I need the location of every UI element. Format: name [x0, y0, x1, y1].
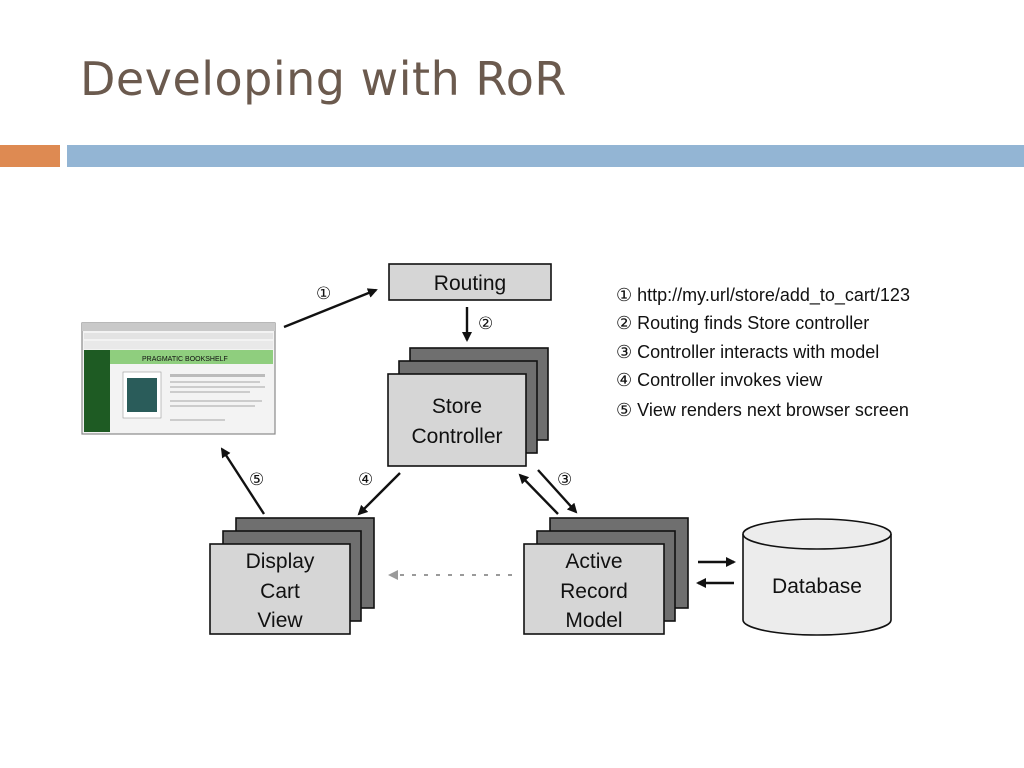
legend-item-1: ① http://my.url/store/add_to_cart/123 [616, 285, 910, 306]
arrow-model-to-controller [518, 473, 559, 515]
step-marker-4: ④ [358, 470, 373, 489]
active-record-model-label-line2: Record [560, 580, 628, 603]
arrow-controller-to-model [537, 469, 578, 514]
arrow-browser-to-routing [283, 288, 378, 329]
display-cart-view-label-line2: Cart [260, 580, 300, 603]
database-label: Database [772, 575, 862, 598]
routing-label: Routing [434, 272, 506, 295]
step-marker-2: ② [478, 314, 493, 333]
step-marker-5: ⑤ [249, 470, 264, 489]
active-record-model-label-line1: Active [565, 550, 622, 573]
legend-item-4: ④ Controller invokes view [616, 370, 823, 390]
step-marker-1: ① [316, 284, 331, 303]
slide-title: Developing with RoR [80, 52, 567, 106]
active-record-model-label-line3: Model [565, 609, 622, 632]
routing-node: Routing [388, 263, 552, 301]
accent-bar-blue [67, 145, 1024, 167]
arrow-controller-to-view [357, 472, 401, 516]
store-controller-node: Store Controller [387, 347, 549, 467]
legend-item-2: ② Routing finds Store controller [616, 313, 869, 333]
active-record-model-node: Active Record Model [523, 517, 689, 635]
display-cart-view-node: Display Cart View [209, 517, 375, 635]
browser-screenshot: PRAGMATIC BOOKSHELF [81, 322, 276, 435]
display-cart-view-label-line3: View [257, 609, 303, 632]
legend: ① http://my.url/store/add_to_cart/123 ② … [616, 285, 910, 420]
display-cart-view-label-line1: Display [246, 550, 315, 573]
arrow-view-to-browser [220, 447, 266, 515]
browser-heading: PRAGMATIC BOOKSHELF [142, 356, 228, 363]
store-controller-label-line2: Controller [411, 425, 502, 448]
legend-item-5: ⑤ View renders next browser screen [616, 400, 909, 420]
accent-bar-orange [0, 145, 60, 167]
legend-item-3: ③ Controller interacts with model [616, 342, 879, 362]
step-marker-3: ③ [557, 470, 572, 489]
database-node: Database [742, 518, 892, 636]
store-controller-label-line1: Store [432, 395, 482, 418]
